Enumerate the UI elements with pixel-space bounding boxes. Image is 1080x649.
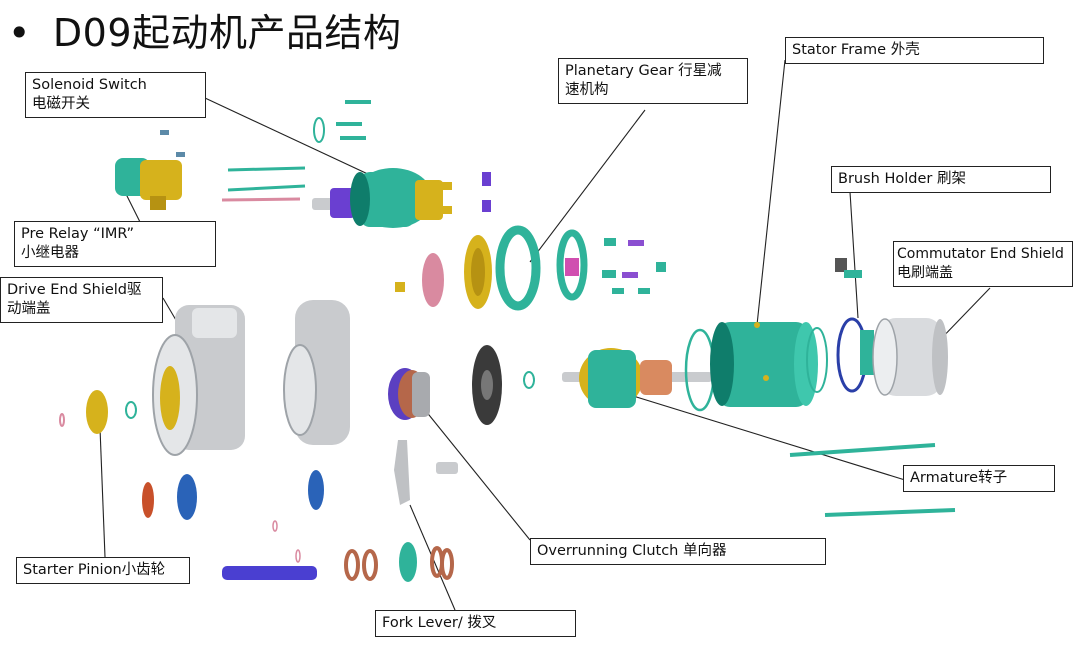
label-commutator-end-shield-en: Commutator End Shield: [897, 246, 1064, 262]
label-starter-pinion: Starter Pinion小齿轮: [16, 557, 190, 584]
rods: [221, 166, 956, 517]
label-stator-frame: Stator Frame 外壳: [785, 37, 1044, 64]
title-bullet: •: [8, 11, 31, 55]
label-armature-text: Armature转子: [910, 470, 1008, 486]
label-drive-end-shield-line1: Drive End Shield驱: [7, 282, 142, 298]
leader-planetary: [529, 109, 646, 263]
slide-title: • D09起动机产品结构: [8, 2, 402, 57]
stator-frame-part: [684, 322, 828, 412]
leader-starter-pinion: [99, 427, 106, 558]
label-starter-pinion-text: Starter Pinion小齿轮: [23, 562, 166, 578]
drive-end-shield-part: [152, 300, 350, 456]
label-brush-holder: Brush Holder 刷架: [831, 166, 1051, 193]
leader-clutch: [424, 409, 531, 541]
title-text: D09起动机产品结构: [52, 11, 402, 55]
pinion-part: [59, 390, 454, 582]
commutator-end-shield-part: [872, 318, 948, 396]
screws-top: [160, 100, 371, 157]
leader-solenoid: [204, 97, 386, 183]
label-stator-frame-text: Stator Frame 外壳: [792, 42, 920, 58]
label-pre-relay-cn: 小继电器: [21, 245, 79, 261]
label-solenoid-switch: Solenoid Switch 电磁开关: [25, 72, 206, 118]
pre-relay-part: [115, 158, 182, 210]
brush-holder-part: [835, 258, 874, 393]
label-planetary-gear: Planetary Gear 行星减 速机构: [558, 58, 748, 104]
label-planetary-gear-line2: 速机构: [565, 82, 609, 98]
label-armature: Armature转子: [903, 465, 1055, 492]
solenoid-part: [312, 168, 491, 228]
armature-part: [562, 348, 712, 408]
leader-brush: [849, 191, 859, 319]
label-overrunning-clutch-text: Overrunning Clutch 单向器: [537, 543, 727, 559]
leader-lines: [99, 59, 991, 611]
leader-stator: [756, 59, 786, 326]
label-pre-relay: Pre Relay “IMR” 小继电器: [14, 221, 216, 267]
label-commutator-end-shield-cn: 电刷端盖: [897, 265, 953, 281]
label-solenoid-switch-cn: 电磁开关: [32, 96, 90, 112]
label-pre-relay-en: Pre Relay “IMR”: [21, 226, 135, 242]
label-solenoid-switch-en: Solenoid Switch: [32, 77, 147, 93]
planetary-gear-part: [395, 225, 666, 311]
clutch-fork-part: [388, 345, 535, 505]
label-drive-end-shield-line2: 动端盖: [7, 301, 51, 317]
label-fork-lever: Fork Lever/ 拨叉: [375, 610, 576, 637]
label-drive-end-shield: Drive End Shield驱 动端盖: [0, 277, 163, 323]
label-commutator-end-shield: Commutator End Shield 电刷端盖: [893, 241, 1073, 287]
leader-armature: [629, 394, 906, 481]
label-fork-lever-text: Fork Lever/ 拨叉: [382, 615, 497, 631]
label-planetary-gear-line1: Planetary Gear 行星减: [565, 63, 722, 79]
label-brush-holder-text: Brush Holder 刷架: [838, 171, 966, 187]
label-overrunning-clutch: Overrunning Clutch 单向器: [530, 538, 826, 565]
